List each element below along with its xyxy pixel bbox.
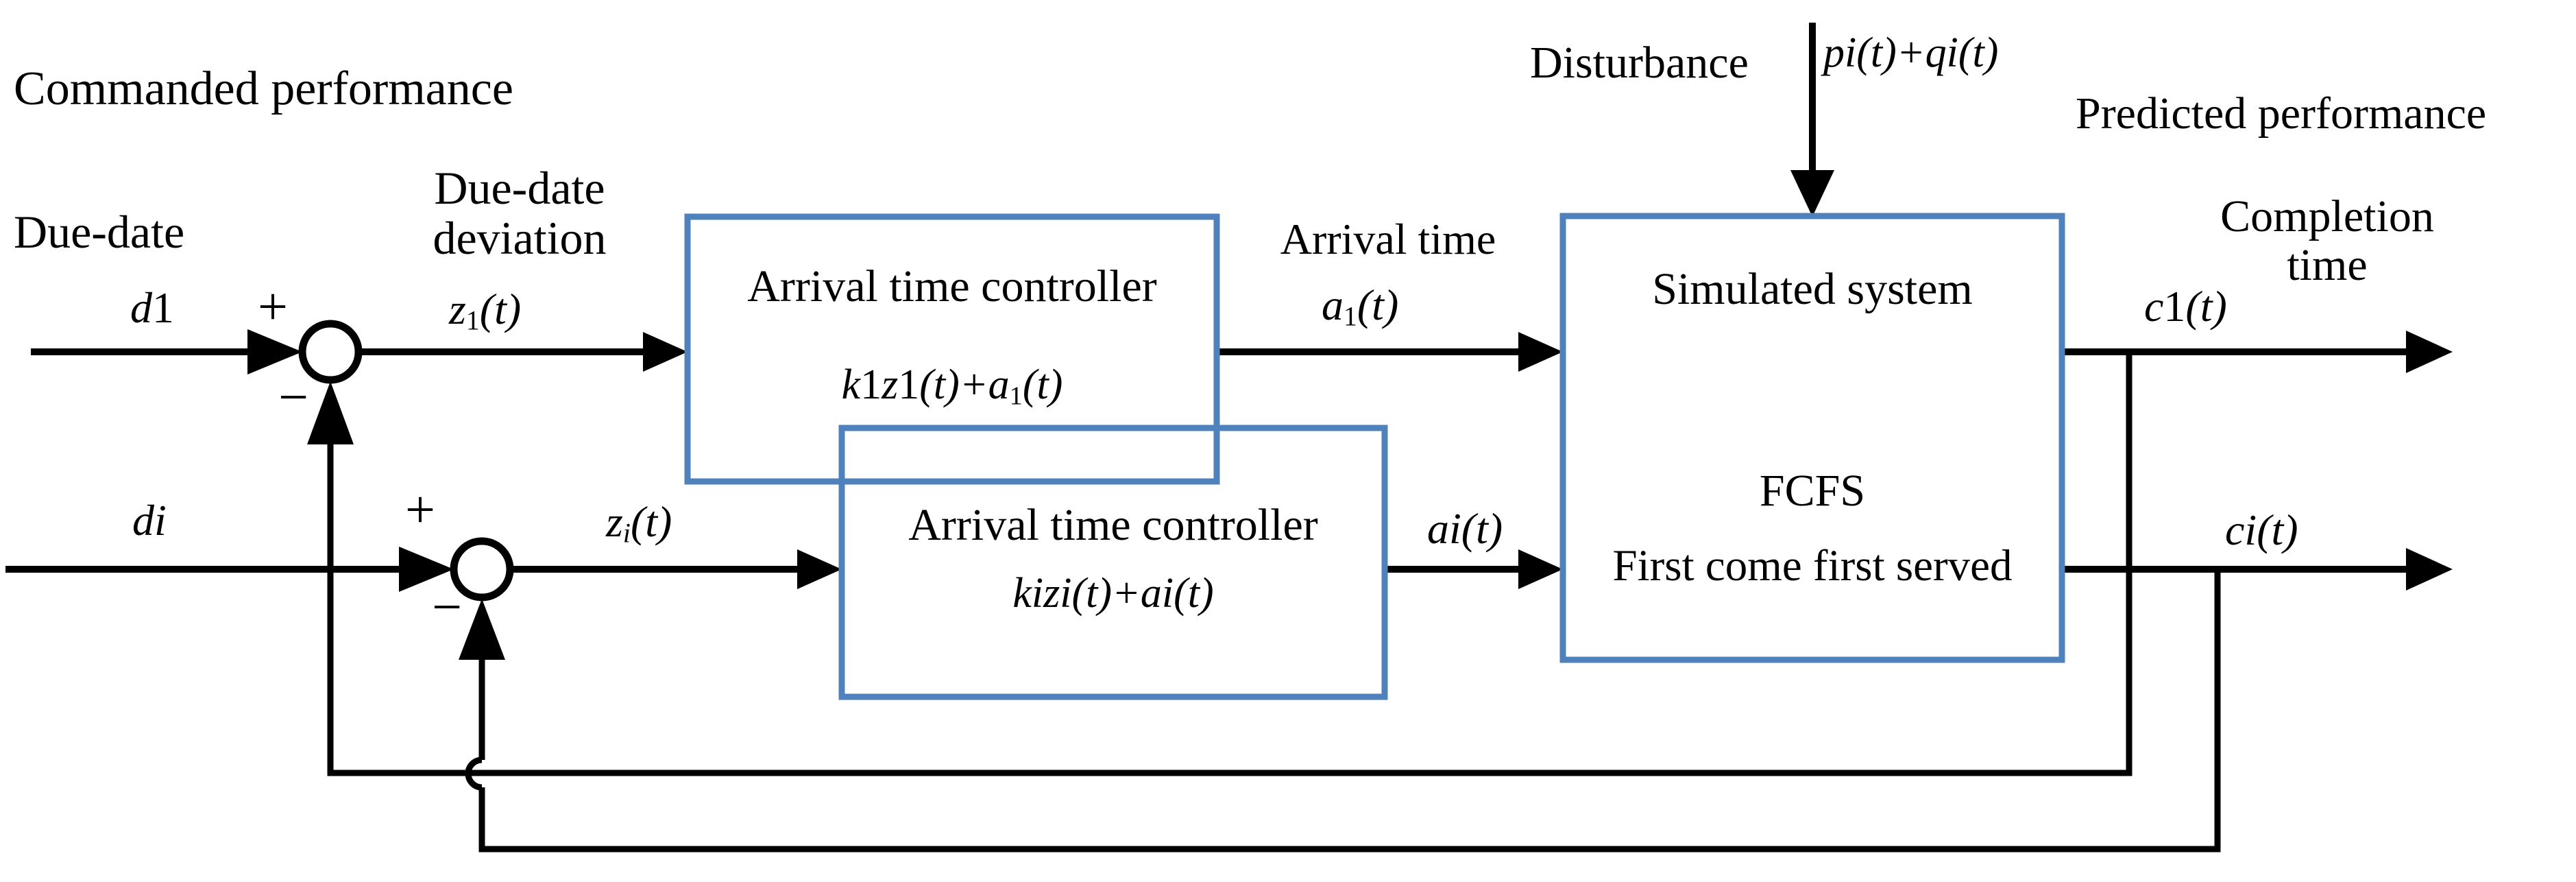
signal-zi-label: zi(t) — [606, 497, 672, 549]
signal-c1-label: c1(t) — [2144, 282, 2227, 331]
arrowhead-ci-output — [2406, 548, 2453, 591]
controller1-equation: k1z1(t)+a1(t) — [841, 361, 1063, 411]
arrowhead-feedback1-into-sum1 — [307, 381, 354, 444]
controller1-title: Arrival time controller — [747, 261, 1157, 311]
sum1-minus-sign: − — [278, 367, 308, 427]
controller2-title: Arrival time controller — [908, 500, 1318, 550]
arrowhead-into-system-row1 — [1518, 332, 1563, 372]
completion-time-line1: Completion — [2220, 191, 2434, 241]
signal-ci-label: ci(t) — [2225, 505, 2298, 554]
arrowhead-feedback2-into-sum2 — [459, 599, 505, 660]
predicted-performance-label: Predicted performance — [2076, 88, 2487, 139]
due-date-deviation-label: Due-date deviation — [365, 163, 674, 264]
simulated-system-box — [1559, 213, 2065, 663]
signal-z1-label: z1(t) — [449, 285, 522, 336]
summing-junction-2 — [450, 537, 514, 601]
arrowhead-into-controller2 — [797, 549, 842, 589]
controller1-box — [684, 213, 1220, 485]
sum2-minus-sign: − — [432, 577, 462, 636]
simulated-system-title: Simulated system — [1652, 264, 1973, 314]
signal-ai-label: ai(t) — [1427, 504, 1503, 553]
arrowhead-c1-output — [2406, 331, 2453, 373]
fcfs-full-label: First come first served — [1612, 541, 2013, 591]
wire-feedback1 — [327, 352, 2133, 776]
signal-a1-label: a1(t) — [1322, 281, 1399, 332]
wire-feedback2 — [478, 569, 2221, 853]
sum2-plus-sign: + — [405, 479, 435, 539]
arrowhead-into-system-row2 — [1518, 549, 1563, 589]
arrowhead-disturbance — [1790, 170, 1834, 217]
arrowhead-into-controller1 — [643, 332, 688, 372]
completion-time-label: Completion time — [2190, 192, 2464, 290]
arrowhead-into-sum1 — [247, 329, 302, 374]
completion-time-line2: time — [2287, 240, 2368, 291]
wire-feedback2-hop — [465, 756, 483, 791]
disturbance-label: Disturbance — [1530, 38, 1749, 88]
sum1-plus-sign: + — [258, 276, 288, 336]
fcfs-label: FCFS — [1759, 466, 1866, 516]
due-date-deviation-line2: deviation — [433, 212, 607, 265]
disturbance-expression-label: pi(t)+qi(t) — [1823, 29, 1999, 76]
commanded-performance-label: Commanded performance — [14, 62, 513, 115]
arrival-time-label: Arrival time — [1280, 215, 1496, 263]
signal-d1-label: d1 — [130, 283, 174, 332]
due-date-deviation-line1: Due-date — [434, 162, 605, 214]
controller2-box — [838, 425, 1388, 700]
controller2-equation: kizi(t)+ai(t) — [1012, 570, 1214, 617]
due-date-label: Due-date — [14, 206, 185, 258]
summing-junction-1 — [298, 320, 363, 384]
arrowhead-into-sum2 — [399, 547, 454, 592]
signal-di-label: di — [132, 496, 167, 545]
